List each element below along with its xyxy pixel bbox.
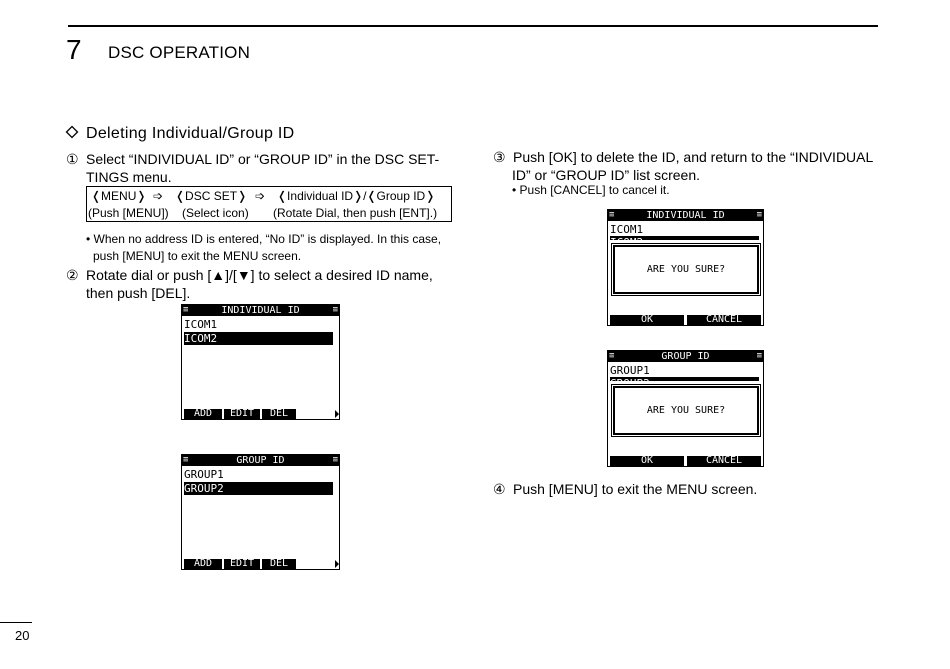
list-item-selected[interactable]: GROUP2 [184,482,333,495]
lcd-title-bar: ≡ INDIVIDUAL ID ≡ [182,305,339,316]
lcd-individual-list: ≡ INDIVIDUAL ID ≡ ICOM1 ICOM2 ADD EDIT D… [181,304,340,420]
add-softkey[interactable]: ADD [184,559,222,569]
step-1-cont: TINGS menu. [86,169,172,185]
step-number: ② [66,267,79,283]
menu-path-item: ❬Individual ID❭/❬Group ID❭ [277,189,436,203]
ok-softkey[interactable]: OK [610,456,684,466]
lcd-title: INDIVIDUAL ID [646,210,725,221]
step-2: ② Rotate dial or push [▲]/[▼] to select a… [66,266,433,284]
lcd-title: INDIVIDUAL ID [221,305,300,316]
section-title-text: Deleting Individual/Group ID [86,125,295,142]
diamond-icon [65,124,80,144]
step-number: ④ [493,481,506,497]
lcd-title: GROUP ID [236,455,285,466]
menu-path-hint: (Push [MENU]) [88,206,169,220]
page-number: 20 [15,628,30,643]
list-item-selected[interactable]: ICOM2 [184,332,333,345]
softkey-bar: ADD EDIT DEL [182,409,339,419]
step-text: Push [MENU] to exit the MENU screen. [513,481,758,497]
menu-bars-icon: ≡ [609,210,615,220]
step-text: Select “INDIVIDUAL ID” or “GROUP ID” in … [86,151,440,167]
menu-path-box: ❬MENU❭ ➩ ❬DSC SET❭ ➩ ❬Individual ID❭/❬Gr… [86,186,452,222]
cancel-softkey[interactable]: CANCEL [687,456,761,466]
lcd-title: GROUP ID [661,351,710,362]
menu-bars-icon: ≡ [183,305,189,315]
lcd-title-bar: ≡ INDIVIDUAL ID ≡ [608,210,763,221]
edit-softkey[interactable]: EDIT [224,559,260,569]
step-text: Rotate dial or push [▲]/[▼] to select a … [86,267,433,283]
softkey-bar: OK CANCEL [608,456,763,466]
confirm-dialog: ARE YOU SURE? [613,386,759,435]
page-number-rule [0,622,32,623]
menu-path-item: ❬DSC SET❭ [175,189,248,203]
step-number: ① [66,151,79,167]
step-3-cont: ID” or “GROUP ID” list screen. [512,167,700,183]
edit-softkey[interactable]: EDIT [224,409,260,419]
menu-bars-icon: ≡ [609,351,615,361]
menu-bars-icon: ≡ [332,455,338,465]
chapter-title: DSC OPERATION [108,43,251,62]
softkey-bar: ADD EDIT DEL [182,559,339,569]
menu-path-item: ❬MENU❭ [91,189,147,203]
triangle-right-icon [335,560,339,568]
ok-softkey[interactable]: OK [610,315,684,325]
step-2-cont: then push [DEL]. [86,285,191,301]
section-title: Deleting Individual/Group ID [65,124,295,144]
menu-bars-icon: ≡ [756,210,762,220]
cancel-softkey[interactable]: CANCEL [687,315,761,325]
step-1: ① Select “INDIVIDUAL ID” or “GROUP ID” in… [66,150,439,168]
list-item[interactable]: GROUP1 [184,468,224,481]
list-item: ICOM1 [610,223,644,236]
del-softkey[interactable]: DEL [262,409,296,419]
confirm-dialog: ARE YOU SURE? [613,245,759,294]
top-rule [68,25,878,27]
step-3: ③ Push [OK] to delete the ID, and return … [493,148,873,166]
lcd-group-list: ≡ GROUP ID ≡ GROUP1 GROUP2 ADD EDIT DEL [181,454,340,570]
lcd-group-confirm: ≡ GROUP ID ≡ GROUP1 GROUP2 ARE YOU SURE?… [607,350,764,467]
menu-bars-icon: ≡ [756,351,762,361]
menu-path-hint: (Rotate Dial, then push [ENT].) [273,206,438,220]
softkey-bar: OK CANCEL [608,315,763,325]
lcd-title-bar: ≡ GROUP ID ≡ [608,351,763,362]
list-item[interactable]: ICOM1 [184,318,218,331]
note-no-id: • When no address ID is entered, “No ID”… [86,232,442,246]
step-4: ④ Push [MENU] to exit the MENU screen. [493,480,757,498]
menu-path-hint: (Select icon) [182,206,249,220]
menu-bars-icon: ≡ [183,455,189,465]
del-softkey[interactable]: DEL [262,559,296,569]
step-text: Push [OK] to delete the ID, and return t… [513,149,874,165]
note-no-id-cont: push [MENU] to exit the MENU screen. [93,249,302,263]
note-cancel: • Push [CANCEL] to cancel it. [512,183,670,197]
triangle-right-icon [335,410,339,418]
chapter-number: 7 [66,34,82,65]
lcd-individual-confirm: ≡ INDIVIDUAL ID ≡ ICOM1 ICOM2 ARE YOU SU… [607,209,764,326]
add-softkey[interactable]: ADD [184,409,222,419]
list-item: GROUP1 [610,364,650,377]
arrow-right-icon: ➩ [153,189,164,203]
menu-bars-icon: ≡ [332,305,338,315]
lcd-title-bar: ≡ GROUP ID ≡ [182,455,339,466]
step-number: ③ [493,149,506,165]
list-item-selected-hidden: ICOM2 [610,236,759,249]
arrow-right-icon: ➩ [255,189,266,203]
list-item-selected-hidden: GROUP2 [610,377,759,390]
